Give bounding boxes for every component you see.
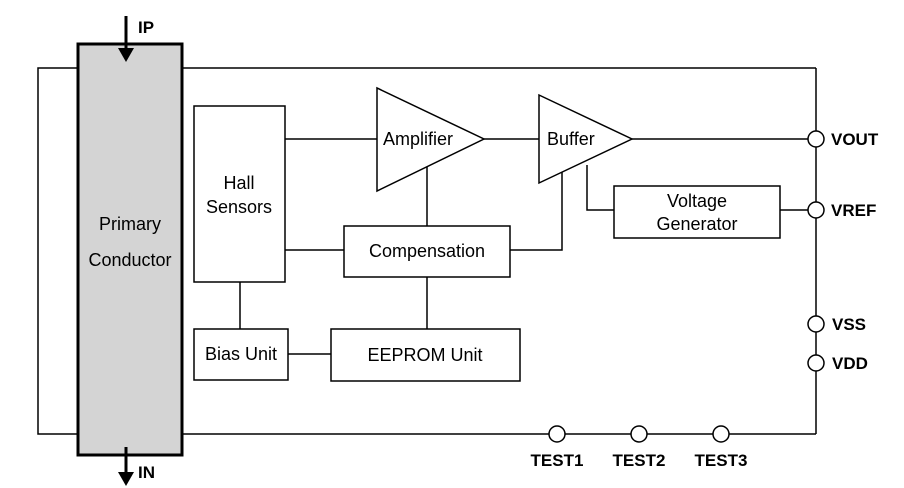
amplifier-label: Amplifier	[383, 129, 453, 149]
package-outline	[37, 67, 817, 435]
buffer-block: Buffer	[538, 93, 634, 185]
voltage-generator-label-2: Generator	[656, 214, 737, 234]
pin-ip-label: IP	[138, 18, 154, 37]
primary-conductor-label-2: Conductor	[88, 250, 171, 270]
pin-vout: VOUT	[807, 130, 879, 149]
pin-test2: TEST2	[613, 425, 666, 470]
signal-wires	[239, 138, 808, 355]
in-arrow-icon	[118, 447, 134, 486]
bias-unit-label: Bias Unit	[205, 344, 277, 364]
pin-vdd-label: VDD	[832, 354, 868, 373]
voltage-generator-block: Voltage Generator	[613, 185, 781, 239]
hall-sensors-label-1: Hall	[223, 173, 254, 193]
primary-conductor-label-1: Primary	[99, 214, 161, 234]
ip-arrow-icon	[118, 16, 134, 62]
eeprom-unit-label: EEPROM Unit	[367, 345, 482, 365]
primary-conductor: Primary Conductor	[76, 42, 184, 457]
pin-vref-label: VREF	[831, 201, 876, 220]
pin-test1: TEST1	[531, 425, 584, 470]
eeprom-unit-block: EEPROM Unit	[330, 328, 521, 382]
compensation-label: Compensation	[369, 241, 485, 261]
buffer-label: Buffer	[547, 129, 595, 149]
hall-sensors-label-2: Sensors	[206, 197, 272, 217]
pin-vdd: VDD	[807, 354, 868, 373]
voltage-generator-label-1: Voltage	[667, 191, 727, 211]
pin-test1-label: TEST1	[531, 451, 584, 470]
pin-test3: TEST3	[695, 425, 748, 470]
pin-vss-label: VSS	[832, 315, 866, 334]
amplifier-block: Amplifier	[376, 86, 486, 193]
pin-in-label: IN	[138, 463, 155, 482]
hall-sensors-block: Hall Sensors	[193, 105, 286, 283]
pin-test2-label: TEST2	[613, 451, 666, 470]
pin-vss: VSS	[807, 315, 866, 334]
pin-vout-label: VOUT	[831, 130, 879, 149]
pin-test3-label: TEST3	[695, 451, 748, 470]
bias-unit-block: Bias Unit	[193, 328, 289, 381]
compensation-block: Compensation	[343, 225, 511, 278]
pin-vref: VREF	[807, 201, 876, 220]
